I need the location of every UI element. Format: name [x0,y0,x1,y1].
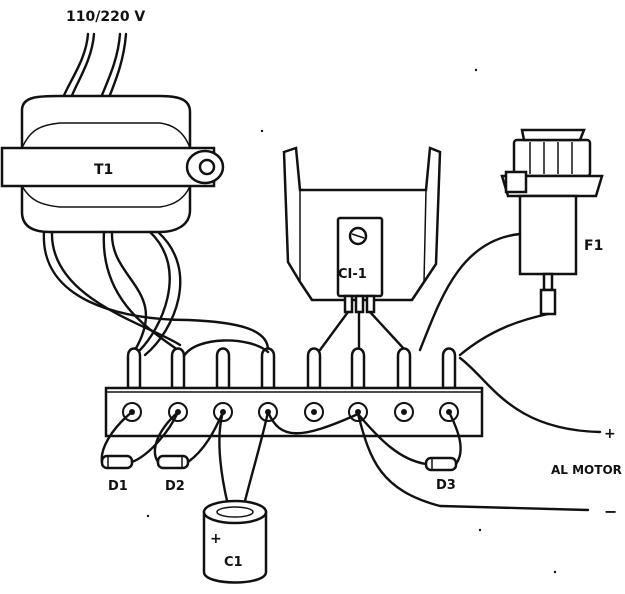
diode3-label: D3 [436,478,456,493]
diode1-label: D1 [108,479,128,494]
fuse-holder-f1: F1 [500,128,604,316]
transformer-wires [42,230,270,357]
bridge-wire [182,339,270,358]
regulator-label: CI-1 [338,267,367,282]
specks [146,68,557,574]
diode2-label: D2 [165,479,185,494]
fuse-wires [418,232,602,434]
transformer-t1: T1 [0,94,225,234]
regulator-leads [318,310,407,352]
output-plus: + [604,426,616,442]
fuse-label: F1 [584,238,603,254]
motor-output: + AL MOTOR − [356,412,622,521]
output-minus: − [604,502,617,521]
capacitor-plus: + [210,531,222,547]
output-label: AL MOTOR [551,463,622,477]
lug-wire [266,410,360,435]
supply-label: 110/220 V [66,9,145,25]
terminal-strip [104,386,484,438]
capacitor-label: C1 [224,555,243,570]
diode-d3: D3 [356,410,462,493]
terminal-lugs [126,347,457,390]
capacitor-c1: + C1 [202,410,270,584]
transformer-label: T1 [94,162,113,178]
diode-d2: D2 [153,410,225,494]
diode-d1: D1 [100,410,180,494]
mains-wires [60,32,128,102]
